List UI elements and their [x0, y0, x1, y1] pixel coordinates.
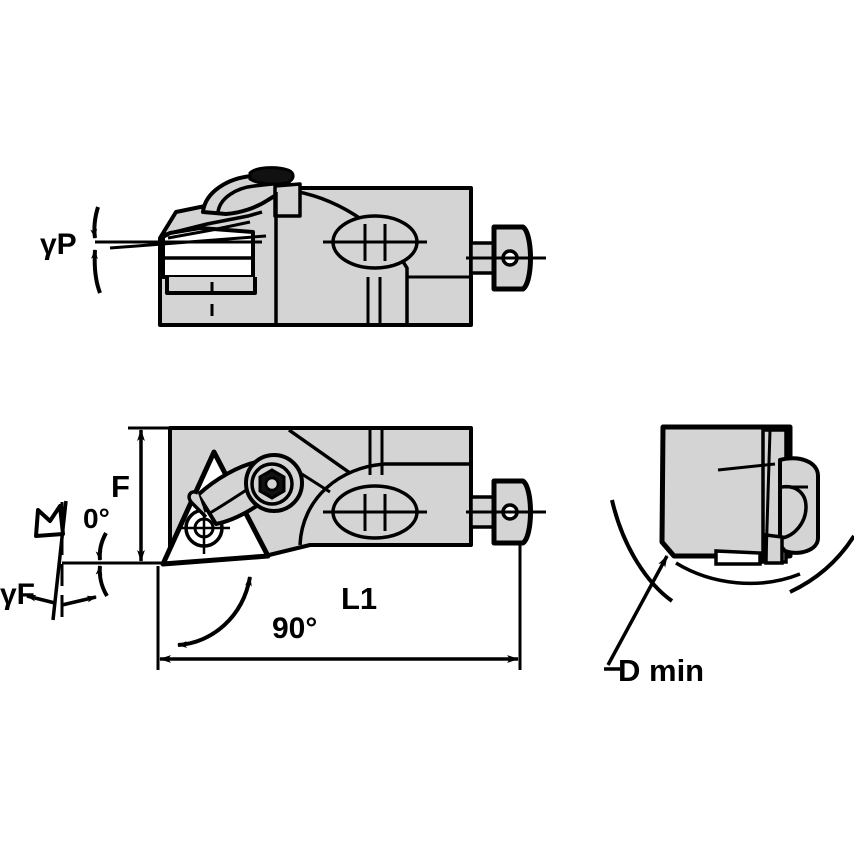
- top-view-clamp-block: [273, 182, 302, 218]
- gamma-f-tilt-line: [51, 500, 68, 621]
- gamma-f-label: γF: [0, 578, 35, 611]
- ninety-degree-label: 90°: [272, 612, 317, 645]
- top-view-group: γP: [40, 166, 546, 327]
- top-view-clamp-inner: [216, 182, 273, 213]
- gamma-p-label: γP: [40, 228, 77, 261]
- zero-degree-arc-lower: [95, 565, 109, 598]
- end-view-bore-arc-mid: [675, 561, 801, 586]
- gamma-f-arrow-right: [61, 595, 97, 607]
- end-view-bore-arc-left: [610, 499, 674, 603]
- gamma-f-arrow-left: [26, 594, 56, 605]
- gamma-p-arc-upper: [90, 206, 100, 239]
- end-view-group: D min: [604, 424, 854, 688]
- end-view-centerline: [717, 462, 776, 472]
- side-view-relief-curve: [298, 462, 471, 546]
- gamma-p-arc-lower: [91, 249, 102, 294]
- side-view-chip-line: [287, 428, 352, 475]
- end-view-clamp-body: [778, 456, 820, 555]
- top-view-clamp-screw-head: [248, 166, 295, 186]
- top-view-clamp-tail2: [167, 220, 251, 240]
- zero-degree-label: 0°: [83, 503, 110, 534]
- l1-dimension-label: L1: [341, 581, 377, 616]
- end-view-bore-arc-right: [789, 534, 854, 594]
- end-view-chamfer-pad: [714, 549, 762, 566]
- end-view-insert-edge: [764, 429, 772, 561]
- side-view-clamp-pivot: [187, 490, 208, 519]
- gamma-f-insert-profile: [34, 504, 65, 538]
- gamma-p-reference-line-2: [109, 234, 267, 250]
- side-view-clamp-screw-center: [264, 476, 280, 492]
- ninety-degree-arc: [177, 576, 252, 648]
- top-view-clamp-tail: [162, 210, 263, 237]
- d-min-label: D min: [618, 653, 704, 688]
- side-view-group: F 0° γF 90° L1: [0, 426, 546, 670]
- end-view-insert-tip: [764, 533, 784, 565]
- f-dimension-label: F: [111, 469, 130, 504]
- zero-degree-arc-upper: [95, 532, 108, 561]
- d-min-leader-line: [606, 555, 669, 666]
